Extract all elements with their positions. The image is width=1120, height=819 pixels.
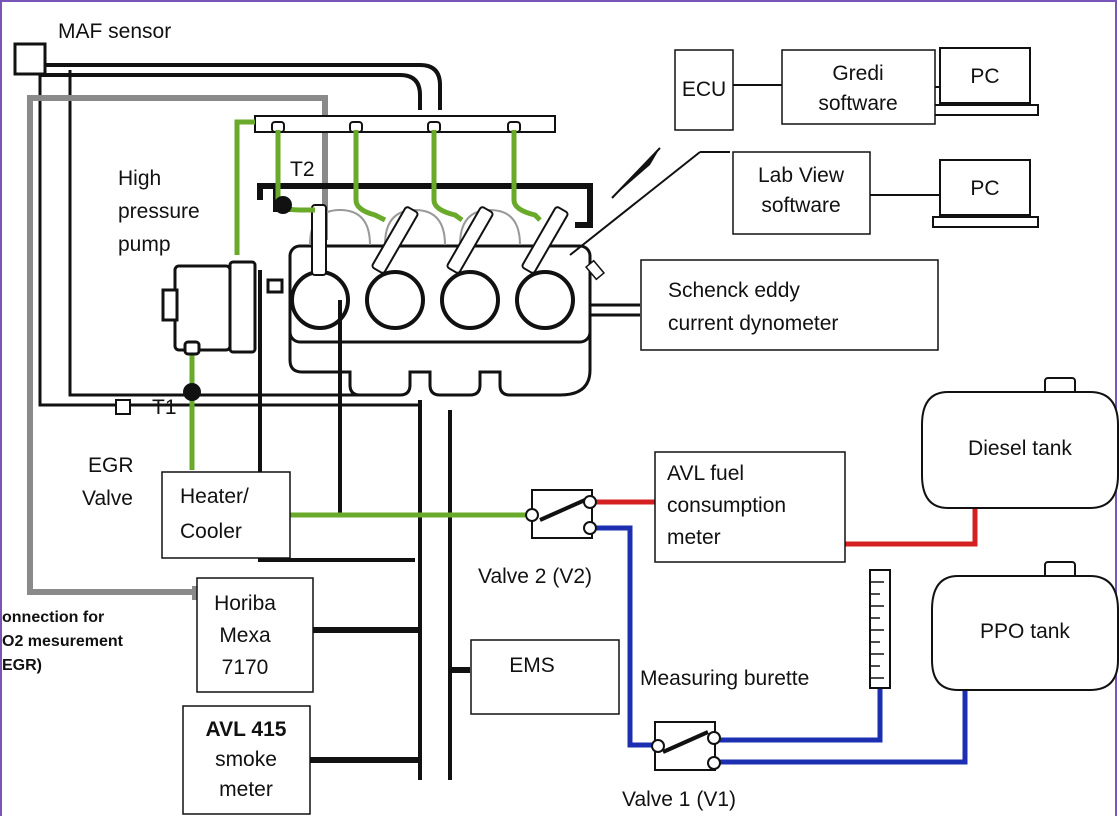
diesel-tank	[921, 377, 1119, 509]
avl-fuel-label-2: consumption	[667, 494, 786, 517]
horiba-label: Horiba	[214, 592, 276, 615]
fuel-rail	[254, 115, 569, 276]
diesel-line	[590, 499, 978, 547]
o2-connection-label-1: onnection for	[2, 609, 104, 626]
egr-valve-box	[115, 399, 131, 415]
avl415-label-3: meter	[219, 778, 273, 801]
ppo-tank-label: PPO tank	[980, 620, 1070, 643]
valve2-label: Valve 2 (V2)	[478, 565, 592, 588]
wiring	[38, 60, 940, 780]
horiba-label-2: Mexa	[219, 624, 271, 647]
hp-pump-label-3: pump	[118, 233, 171, 256]
labview-label-2: software	[761, 194, 840, 217]
t1-label: T1	[152, 396, 177, 419]
ecu-label: ECU	[682, 78, 726, 101]
hp-pump-label-2: pressure	[118, 200, 200, 223]
heater-label-2: Cooler	[180, 520, 242, 543]
cylinder-4	[515, 270, 575, 330]
horiba-box	[196, 577, 314, 693]
pc-top-icon	[932, 47, 1039, 116]
ppo-tank	[931, 561, 1119, 691]
t1-sensor-dot	[183, 383, 201, 401]
cylinder-3	[440, 270, 500, 330]
t2-label: T2	[290, 158, 315, 181]
diesel-tank-label: Diesel tank	[968, 437, 1072, 460]
cylinder-2	[365, 270, 425, 330]
schenck-label-2: current dynometer	[668, 312, 838, 335]
ppo-line	[595, 525, 968, 765]
avl-fuel-label: AVL fuel	[667, 462, 744, 485]
valve-1-symbol	[651, 721, 721, 771]
pc-top-label: PC	[970, 65, 999, 88]
valve-2-symbol	[525, 489, 597, 539]
injectors	[311, 204, 569, 276]
o2-connection-label-3: EGR)	[2, 657, 42, 674]
valve1-label: Valve 1 (V1)	[622, 788, 736, 811]
avl415-label-2: smoke	[215, 748, 277, 771]
horiba-label-3: 7170	[222, 656, 269, 679]
avl415-box	[182, 705, 311, 815]
t2-sensor-dot	[274, 196, 292, 214]
avl415-label: AVL 415	[206, 718, 287, 741]
schenck-box	[640, 259, 939, 351]
egr-valve-label-1: EGR	[88, 454, 134, 477]
ecu-box	[674, 49, 734, 131]
maf-sensor-label: MAF sensor	[58, 20, 171, 43]
egr-valve-label-2: Valve	[82, 487, 133, 510]
ems-label: EMS	[509, 654, 555, 677]
pc-bottom-label: PC	[970, 177, 999, 200]
hp-pump-label-1: High	[118, 167, 161, 190]
measuring-burette-label: Measuring burette	[640, 667, 809, 690]
ems-box	[470, 639, 620, 715]
avl-fuel-label-3: meter	[667, 526, 721, 549]
gredi-label: Gredi	[832, 62, 883, 85]
maf-sensor-box	[13, 42, 47, 76]
avl-fuel-box	[654, 451, 846, 563]
labview-box	[732, 151, 871, 235]
schenck-label: Schenck eddy	[668, 279, 800, 302]
o2-connection-label-2: O2 mesurement	[2, 633, 124, 650]
high-pressure-pump	[161, 260, 284, 356]
gredi-box	[781, 49, 936, 125]
egr-line	[27, 95, 328, 595]
pc-bottom-icon	[932, 159, 1039, 228]
heater-box	[161, 471, 291, 559]
measuring-burette	[869, 569, 891, 689]
labview-label: Lab View	[758, 164, 845, 187]
heater-label: Heater/	[180, 485, 249, 508]
gredi-label-2: software	[818, 92, 897, 115]
